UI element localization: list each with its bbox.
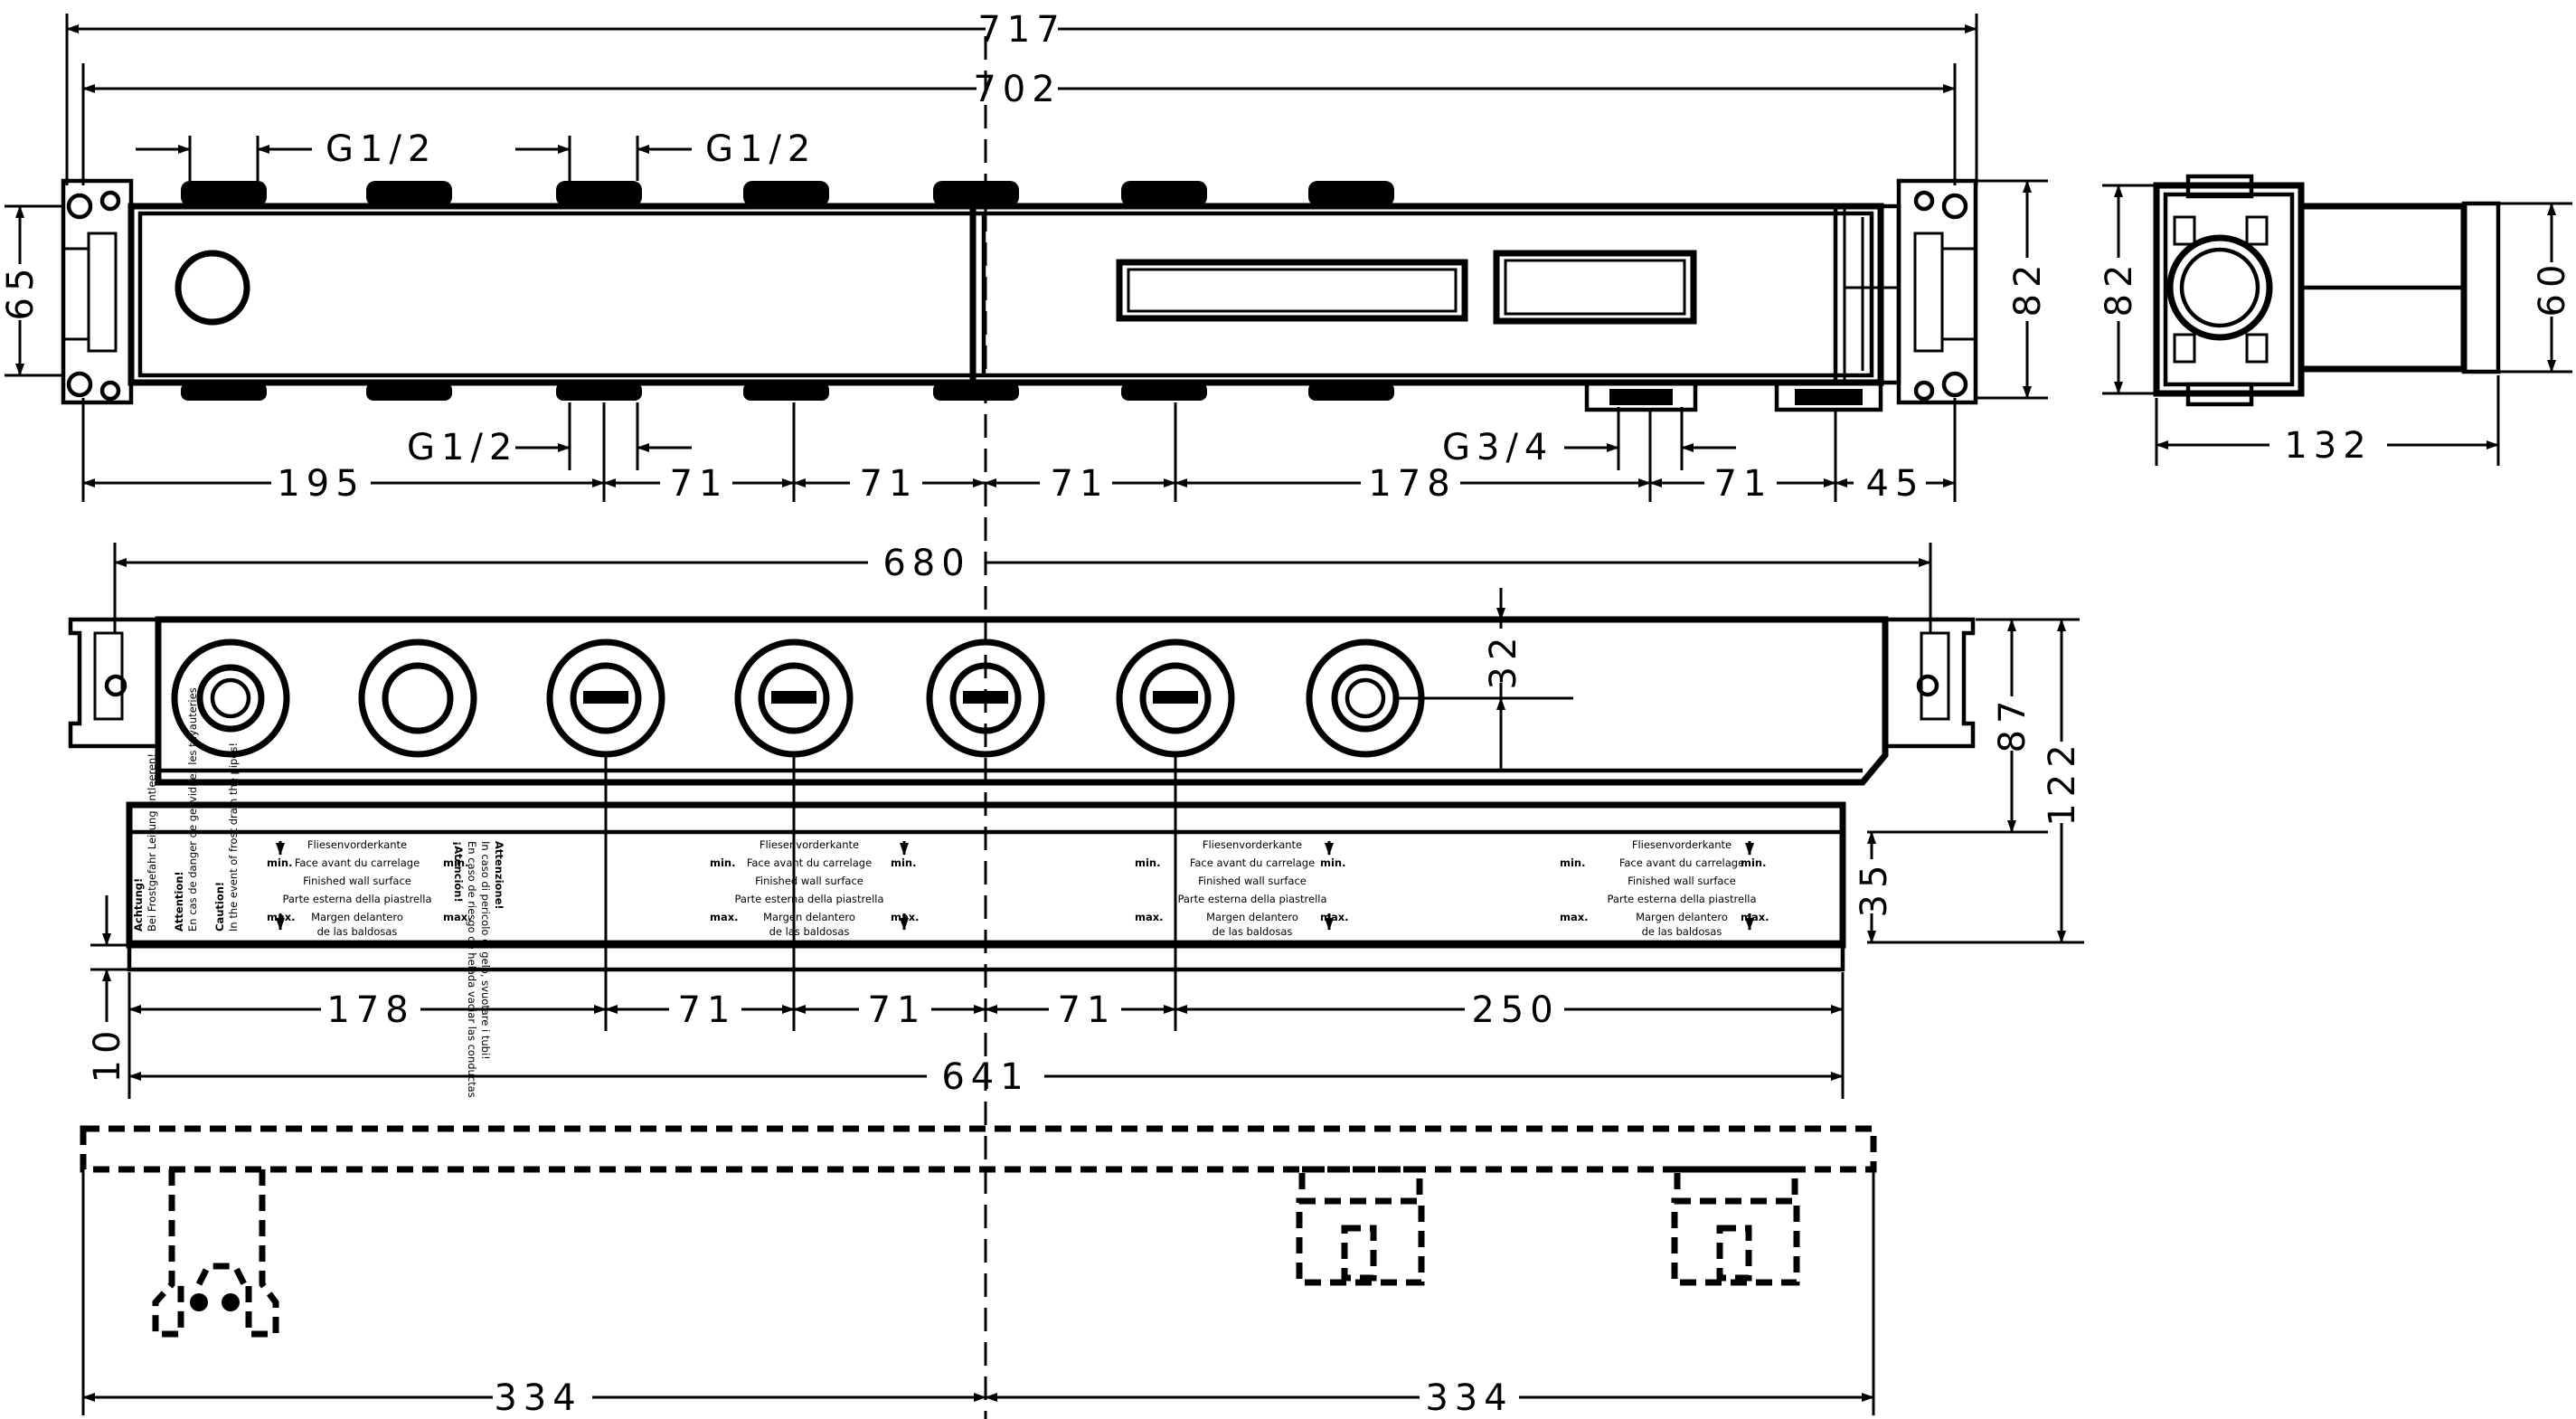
- dim-half-left-334: 334: [494, 1377, 581, 1419]
- tile-label-warn-de: Achtung!: [132, 878, 145, 932]
- tile-label-warn-es: ¡Atención!: [452, 841, 465, 903]
- tile-label-warn-fr-sub: En cas de danger de gel vidnez les tuyau…: [186, 687, 199, 932]
- tile-label-line-it: Parte esterna della piastrella: [282, 893, 431, 905]
- tile-label-line-en: Finished wall surface: [755, 875, 863, 887]
- tile-label-line-es2: de las baldosas: [1213, 925, 1293, 938]
- top-view: 717 702 G1/2 G1/2: [0, 9, 2049, 505]
- tile-label-title: Fliesenvorderkante: [307, 838, 407, 851]
- front-view: 680 Fliesenvorderkante Face avant du car…: [68, 543, 2084, 1099]
- tile-label-line-es1: Margen delantero: [1206, 911, 1298, 923]
- tile-label-line-es2: de las baldosas: [769, 925, 850, 938]
- tile-label-line-en: Finished wall surface: [303, 875, 411, 887]
- tile-label-warn-en-sub: In the event of frost drain the pipes!: [227, 743, 240, 932]
- dim-chain-7: 45: [1866, 463, 1925, 505]
- dim-outlet-32: 32: [1483, 631, 1524, 690]
- tile-label-line-en: Finished wall surface: [1198, 875, 1307, 887]
- dim-overall-717: 717: [977, 9, 1065, 51]
- tile-label-4: Fliesenvorderkante Face avant du carrela…: [1560, 838, 1769, 938]
- tile-label-line-fr: Face avant du carrelage: [747, 856, 872, 869]
- side-view: 82 60 132: [2098, 174, 2573, 467]
- outlet-ports: [171, 639, 1425, 758]
- tile-label-min: min.: [1560, 856, 1585, 869]
- dim-height-122: 122: [2042, 738, 2083, 826]
- install-view: 334 334: [80, 1125, 1877, 1419]
- tile-label-line-fr: Face avant du carrelage: [1190, 856, 1315, 869]
- dim-chain-2: 71: [670, 463, 729, 505]
- dim-chain-4: 71: [1051, 463, 1109, 505]
- front-chain-2: 71: [678, 989, 737, 1031]
- tile-label-1: Fliesenvorderkante Face avant du carrela…: [132, 687, 505, 1097]
- tile-label-warn-fr: Attention!: [173, 871, 185, 932]
- tile-label-title: Fliesenvorderkante: [760, 838, 859, 851]
- dim-chain-5: 178: [1368, 463, 1456, 505]
- tile-label-line-es2: de las baldosas: [1642, 925, 1722, 938]
- left-bracket: [61, 178, 134, 405]
- thread-label-top-mid: G1/2: [705, 128, 816, 170]
- tile-label-line-it: Parte esterna della piastrella: [1607, 893, 1756, 905]
- side-dim-60: 60: [2532, 259, 2573, 317]
- tile-label-title: Fliesenvorderkante: [1203, 838, 1302, 851]
- tile-label-min-2: min.: [1320, 856, 1345, 869]
- tile-label-warn-en: Caution!: [213, 882, 226, 932]
- tile-label-line-fr: Face avant du carrelage: [1619, 856, 1744, 869]
- dim-offset-10: 10: [87, 1025, 128, 1083]
- tile-label-line-es1: Margen delantero: [763, 911, 855, 923]
- dim-chain-6: 71: [1714, 463, 1773, 505]
- right-bracket: [1896, 178, 1978, 405]
- tile-label-min-2: min.: [891, 856, 916, 869]
- tile-label-warn-de-sub: Bei Frostgefahr Leitung entleeren!: [146, 753, 158, 932]
- tile-label-min: min.: [710, 856, 735, 869]
- top-connectors: [181, 181, 1394, 206]
- tile-label-line-en: Finished wall surface: [1628, 875, 1736, 887]
- dim-base-641: 641: [941, 1056, 1029, 1098]
- dim-plate-35: 35: [1854, 859, 1895, 918]
- tile-label-2: Fliesenvorderkante Face avant du carrela…: [710, 838, 920, 938]
- tile-label-line-es2: de las baldosas: [317, 925, 398, 938]
- tile-label-max-2: max.: [1320, 911, 1349, 923]
- dim-chain-1: 195: [277, 463, 364, 505]
- front-chain-4: 71: [1058, 989, 1117, 1031]
- tile-label-warn-it: Attenzione!: [493, 841, 505, 910]
- tile-label-min: min.: [1135, 856, 1160, 869]
- dim-height-87: 87: [1992, 695, 2033, 753]
- front-chain-5: 250: [1471, 989, 1559, 1031]
- tile-label-max-2: max.: [1741, 911, 1769, 923]
- side-dim-132: 132: [2284, 425, 2372, 467]
- tile-label-line-it: Parte esterna della piastrella: [734, 893, 883, 905]
- tile-label-line-it: Parte esterna della piastrella: [1177, 893, 1326, 905]
- thread-label-right: G3/4: [1442, 427, 1553, 468]
- tile-label-max: max.: [1135, 911, 1164, 923]
- tile-label-3: Fliesenvorderkante Face avant du carrela…: [1135, 838, 1349, 938]
- bottom-connectors: [181, 380, 1883, 412]
- tile-label-line-es1: Margen delantero: [1636, 911, 1728, 923]
- tile-label-max-2: max.: [443, 911, 472, 923]
- dim-overall-680: 680: [882, 543, 970, 584]
- tile-label-line-es1: Margen delantero: [311, 911, 403, 923]
- tile-label-title: Fliesenvorderkante: [1632, 838, 1731, 851]
- tile-label-warn-it-sub: In caso di pericolo di gelo, svuotare i …: [479, 841, 492, 1060]
- side-dim-82: 82: [2099, 259, 2140, 317]
- dim-height-82: 82: [2007, 259, 2049, 317]
- tile-label-min: min.: [267, 856, 292, 869]
- thread-label-top-left: G1/2: [326, 128, 437, 170]
- tile-label-min-2: min.: [443, 856, 468, 869]
- front-chain-1: 178: [326, 989, 414, 1031]
- dim-half-right-334: 334: [1425, 1377, 1513, 1419]
- thread-label-bottom: G1/2: [407, 427, 518, 468]
- dim-chain-3: 71: [860, 463, 919, 505]
- tile-label-line-fr: Face avant du carrelage: [295, 856, 420, 869]
- tile-label-max: max.: [1560, 911, 1589, 923]
- front-chain-3: 71: [868, 989, 927, 1031]
- dim-height-65: 65: [0, 262, 42, 321]
- tile-label-min-2: min.: [1741, 856, 1766, 869]
- tile-label-max: max.: [710, 911, 739, 923]
